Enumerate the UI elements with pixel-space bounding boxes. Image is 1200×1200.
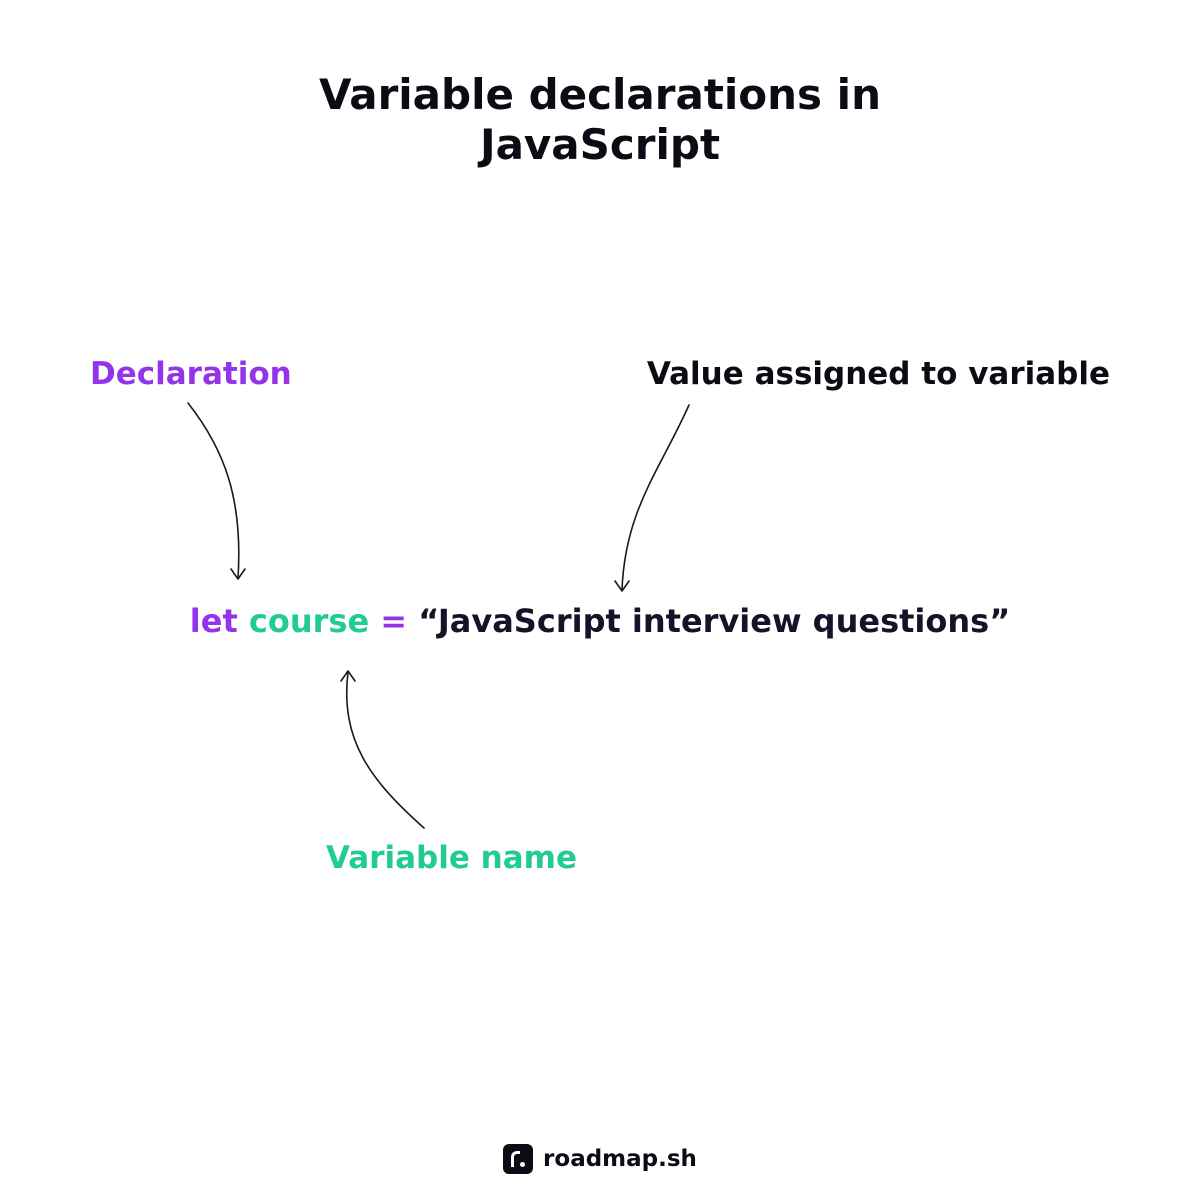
declaration-label: Declaration — [90, 356, 292, 392]
declaration-arrow — [187, 402, 246, 580]
variable-name-arrow — [340, 670, 425, 829]
variable-name-label: Variable name — [326, 840, 577, 876]
value-arrow — [614, 404, 690, 592]
code-keyword: let — [189, 602, 238, 640]
brand-footer: roadmap.sh — [0, 1144, 1200, 1174]
code-variable-name: course — [248, 602, 370, 640]
code-example: let course = “JavaScript interview quest… — [0, 600, 1200, 642]
page-title: Variable declarations in JavaScript — [0, 70, 1200, 170]
page-title-line-1: Variable declarations in — [319, 70, 881, 119]
page-title-line-2: JavaScript — [479, 120, 721, 169]
code-value: “JavaScript interview questions” — [418, 602, 1011, 640]
code-operator: = — [380, 602, 408, 640]
brand-name: roadmap.sh — [543, 1146, 697, 1172]
value-label: Value assigned to variable — [646, 356, 1110, 392]
roadmap-logo-icon — [503, 1144, 534, 1174]
